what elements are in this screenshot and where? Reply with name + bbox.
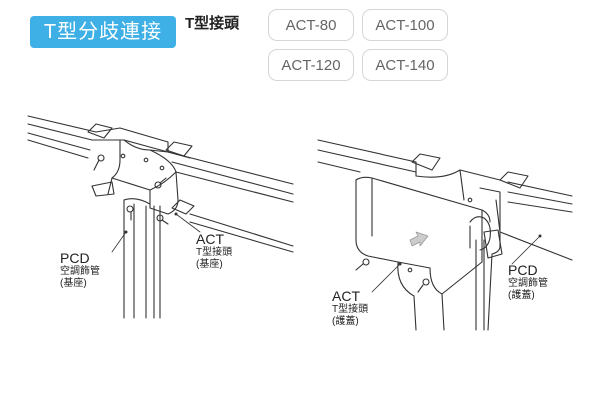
- right-pcd-line1: 空調飾管: [508, 278, 548, 289]
- right-act-line1: T型接頭: [332, 304, 369, 315]
- right-pcd-line2: (護蓋): [508, 290, 535, 301]
- left-pcd-line2: (基座): [60, 278, 87, 289]
- right-pcd-code: PCD: [508, 262, 538, 278]
- right-act-label: ACT T型接頭 (護蓋): [332, 288, 368, 328]
- left-act-code: ACT: [196, 231, 224, 247]
- section-title-badge: T型分歧連接: [30, 16, 176, 48]
- model-pill-act-140[interactable]: ACT-140: [362, 49, 448, 81]
- left-diagram-lines: [27, 115, 294, 319]
- left-pcd-line1: 空調飾管: [60, 266, 100, 277]
- right-pcd-label: PCD 空調飾管 (護蓋): [508, 262, 548, 302]
- left-act-label: ACT T型接頭 (基座): [196, 231, 232, 271]
- left-act-line1: T型接頭: [196, 247, 233, 258]
- right-diagram-lines: [317, 139, 573, 331]
- left-act-line2: (基座): [196, 259, 223, 270]
- left-pcd-label: PCD 空調飾管 (基座): [60, 250, 100, 290]
- model-pill-act-100[interactable]: ACT-100: [362, 9, 448, 41]
- model-pill-act-80[interactable]: ACT-80: [268, 9, 354, 41]
- product-subtitle: T型接頭: [185, 15, 240, 32]
- right-act-code: ACT: [332, 288, 360, 304]
- model-pill-act-120[interactable]: ACT-120: [268, 49, 354, 81]
- left-pcd-code: PCD: [60, 250, 90, 266]
- right-act-line2: (護蓋): [332, 316, 359, 327]
